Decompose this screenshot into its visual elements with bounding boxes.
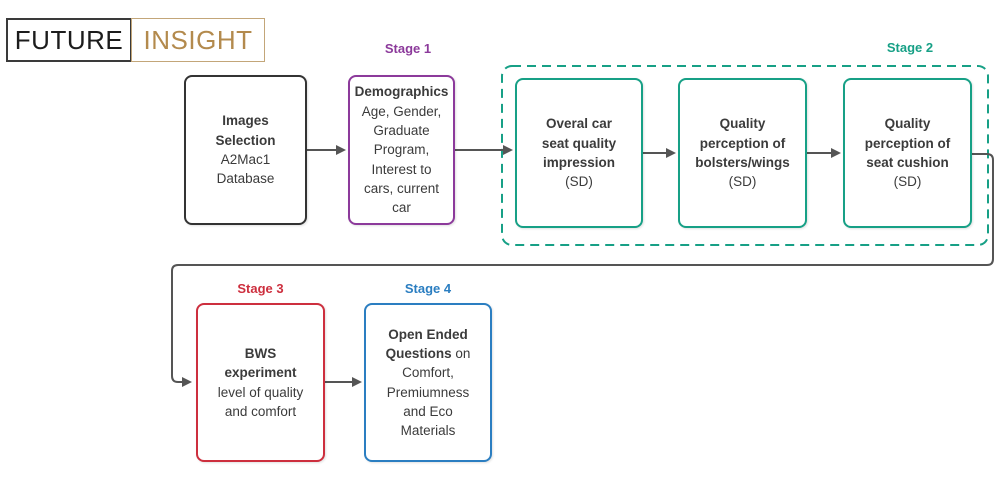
seat-cushion-title: Quality perception of seat cushion [864,116,951,170]
open-ended-title-suffix: on [451,345,471,361]
future-insight-logo: FUTURE INSIGHT [6,18,265,62]
stage2-label: Stage 2 [886,40,934,55]
images-selection-title: Images Selection [215,113,276,148]
stage2-box-bolsters-wings: Quality perception of bolsters/wings (SD) [678,78,807,228]
stage2-box-overall-impression: Overal car seat quality impression (SD) [515,78,643,228]
overall-impression-title: Overal car seat quality impression [541,116,617,170]
demographics-body: Age, Gender, Graduate Program, Interest … [361,103,442,216]
open-ended-questions-box: Open Ended Questions on Comfort, Premium… [364,303,492,462]
logo-insight-label: INSIGHT [131,18,265,62]
bws-body: level of quality and comfort [217,384,304,419]
bolsters-wings-subtitle: (SD) [728,174,757,190]
seat-cushion-subtitle: (SD) [893,174,922,190]
stage3-label: Stage 3 [237,281,284,296]
demographics-title: Demographics [354,84,449,100]
stage1-label: Stage 1 [384,41,432,56]
open-ended-title-line: Open Ended Questions on Comfort, Premium… [386,325,471,441]
bolsters-wings-title: Quality perception of bolsters/wings [695,116,790,170]
images-selection-subtitle: A2Mac1 Database [216,152,275,187]
bws-title: BWS experiment [224,345,297,381]
logo-future-label: FUTURE [6,18,132,62]
open-ended-body: Comfort, Premiumness and Eco Materials [386,365,470,439]
stage2-box-seat-cushion: Quality perception of seat cushion (SD) [843,78,972,228]
stage4-label: Stage 4 [404,281,452,296]
overall-impression-subtitle: (SD) [565,174,593,190]
